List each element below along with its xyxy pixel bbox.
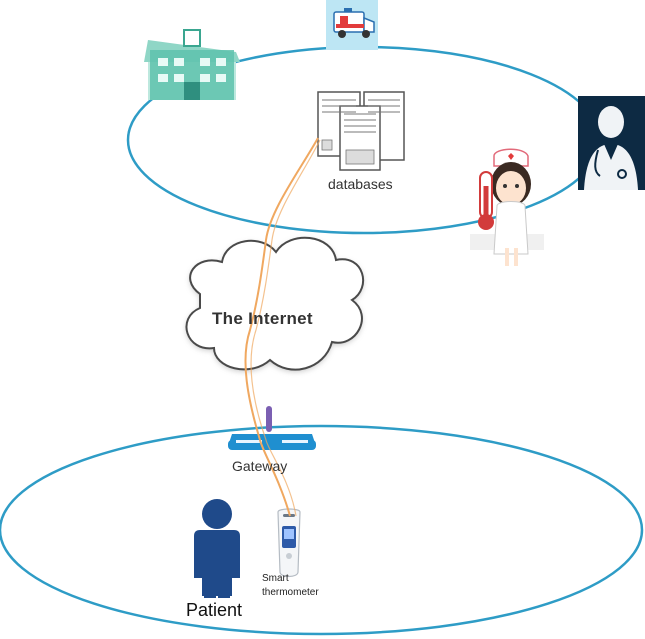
databases-label: databases	[328, 176, 393, 192]
database-servers-icon	[317, 91, 405, 171]
data-link-line	[244, 137, 319, 517]
internet-label: The Internet	[212, 309, 313, 328]
doctor-icon	[578, 96, 645, 190]
smart-thermometer-label: Smart thermometer	[262, 572, 319, 600]
patient-network-ellipse	[0, 424, 644, 636]
hospital-icon	[144, 29, 240, 100]
smart-thermometer-icon	[277, 508, 301, 578]
ambulance-icon	[326, 0, 378, 50]
smart-thermometer-label-line1: Smart	[262, 573, 289, 584]
patient-label: Patient	[186, 600, 243, 620]
person-icon	[194, 499, 240, 598]
cloud-icon	[185, 236, 365, 372]
data-link-line-secondary	[250, 139, 321, 517]
gateway-label: Gateway	[232, 458, 288, 474]
router-icon	[228, 406, 316, 450]
nurse-thermometer-icon	[470, 148, 544, 266]
smart-thermometer-label-line2: thermometer	[262, 587, 319, 598]
